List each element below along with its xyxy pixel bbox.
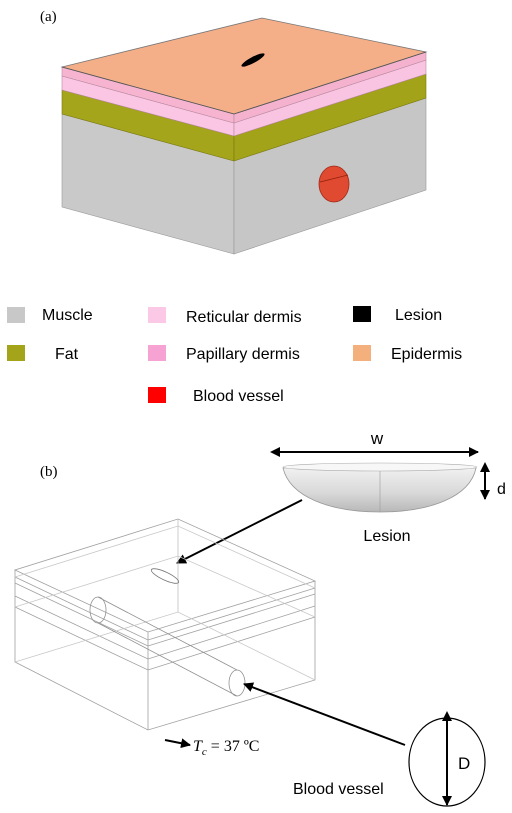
vessel-detail: D Blood vessel	[293, 711, 486, 807]
wireframe-lesion	[150, 568, 180, 584]
blood-vessel-shape	[318, 165, 350, 203]
legend-label-lesion: Lesion	[395, 307, 442, 324]
panel-a-label: (a)	[40, 9, 57, 25]
vessel-pointer-arrow	[243, 682, 406, 746]
temperature-label: Tc = 37 ºC	[193, 738, 259, 758]
legend-swatch-reticular-dermis	[148, 307, 166, 323]
legend-swatch-epidermis	[353, 345, 371, 361]
depth-label: d	[497, 481, 506, 498]
legend-label-blood-vessel: Blood vessel	[193, 388, 284, 405]
diameter-label: D	[458, 754, 470, 773]
temperature-arrow	[164, 738, 191, 749]
vessel-end-far	[89, 596, 107, 624]
vessel-end-near	[228, 669, 246, 697]
legend-label-papillary-dermis: Papillary dermis	[186, 346, 300, 363]
legend-label-muscle: Muscle	[42, 307, 93, 324]
lesion-pointer-arrow	[176, 499, 303, 564]
tissue-block	[60, 17, 428, 255]
lesion-lens-shape	[282, 464, 477, 513]
legend-swatch-papillary-dermis	[148, 345, 166, 361]
legend-label-fat: Fat	[55, 346, 79, 363]
lesion-detail: w d Lesion	[270, 429, 506, 545]
legend-swatch-fat	[7, 345, 25, 361]
legend-swatch-blood-vessel	[148, 387, 166, 403]
vessel-caption: Blood vessel	[293, 781, 384, 798]
legend-swatch-muscle	[7, 307, 25, 323]
lesion-shape	[241, 53, 265, 67]
width-label: w	[370, 429, 384, 448]
legend-swatch-lesion	[353, 306, 371, 322]
legend: Muscle Reticular dermis Lesion Fat Papil…	[7, 306, 462, 405]
lesion-caption: Lesion	[363, 528, 410, 545]
legend-label-epidermis: Epidermis	[391, 346, 462, 363]
panel-b-label: (b)	[40, 464, 58, 480]
wireframe-top	[13, 518, 317, 633]
legend-label-reticular-dermis: Reticular dermis	[186, 309, 302, 326]
wireframe-block	[13, 518, 317, 731]
